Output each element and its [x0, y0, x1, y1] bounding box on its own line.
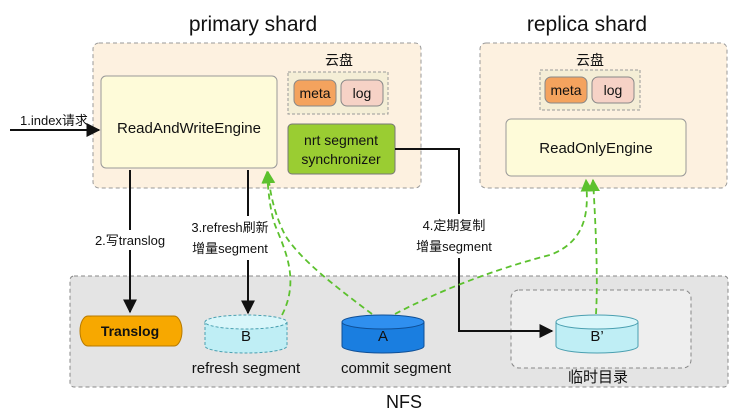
temp-to-replica-green-arrow — [587, 178, 600, 315]
synchronizer-label-line2: synchronizer — [301, 151, 381, 167]
commit-segment-caption: commit segment — [341, 360, 452, 377]
write-translog-label-bg — [76, 230, 184, 250]
refresh-label-line2: 增量segment — [192, 241, 268, 256]
copy-label-bg — [405, 214, 503, 258]
read-and-write-engine-label: ReadAndWriteEngine — [117, 120, 261, 137]
translog-label: Translog — [101, 323, 159, 339]
replica-log-label: log — [604, 82, 623, 98]
commit-cylinder-label: A — [378, 328, 388, 345]
primary-shard-title: primary shard — [189, 13, 317, 36]
primary-log-box — [340, 79, 384, 107]
read-only-engine-box — [505, 118, 687, 177]
refresh-label-line1: 3.refresh刷新 — [191, 220, 268, 235]
copy-label-line2: 增量segment — [416, 239, 492, 254]
nfs-label: NFS — [386, 392, 422, 412]
write-translog-label: 2.写translog — [95, 233, 165, 248]
replica-shard-title: replica shard — [527, 13, 647, 36]
commit-segment-cylinder — [341, 314, 425, 354]
refresh-to-engine-green-arrow — [261, 170, 292, 316]
primary-cloud-disk-label: 云盘 — [325, 52, 353, 68]
replica-meta-label: meta — [550, 82, 581, 98]
refresh-label-bg — [180, 216, 278, 260]
temp-directory-caption: 临时目录 — [568, 369, 628, 386]
refresh-segment-caption: refresh segment — [192, 360, 301, 377]
primary-meta-box — [293, 79, 337, 107]
replica-meta-box — [544, 76, 588, 104]
read-and-write-engine-box — [100, 75, 278, 169]
copy-label-line1: 4.定期复制 — [423, 218, 486, 233]
commit-to-primary-green-arrow — [262, 170, 373, 315]
replica-log-box — [591, 76, 635, 104]
replica-cloud-disk-label: 云盘 — [576, 52, 604, 68]
synchronizer-label-line1: nrt segment — [304, 132, 378, 148]
temp-cylinder-label: B’ — [590, 328, 603, 345]
primary-log-label: log — [353, 85, 372, 101]
read-only-engine-label: ReadOnlyEngine — [539, 140, 652, 157]
refresh-cylinder-label: B — [241, 328, 251, 345]
primary-meta-label: meta — [299, 85, 330, 101]
refresh-segment-cylinder — [204, 314, 288, 354]
index-request-label: 1.index请求 — [20, 113, 88, 128]
translog-cylinder — [79, 315, 183, 347]
commit-to-replica-green-arrow — [394, 178, 594, 315]
temp-segment-cylinder — [555, 314, 639, 354]
